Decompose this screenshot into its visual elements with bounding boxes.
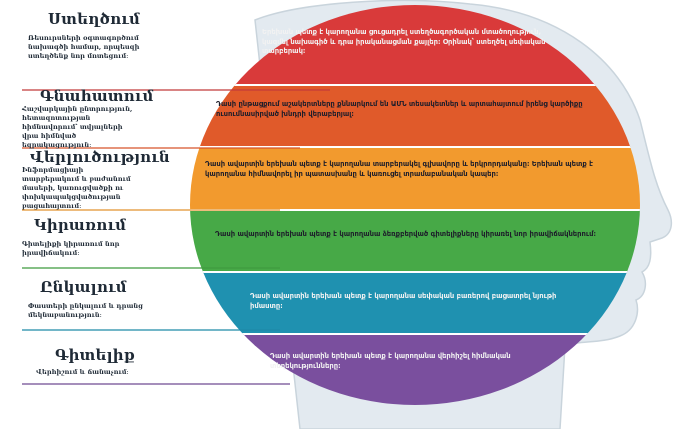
level-desc-create: Ռեսուրսների օգտագործում նախագծի համար, ո… <box>28 34 140 60</box>
level-title-apply: Կիրառում <box>34 216 127 234</box>
level-title-analyze: Վերլուծություն <box>30 148 170 166</box>
level-title-create: Ստեղծում <box>48 10 141 28</box>
level-title-remember: Գիտելիք <box>55 346 136 364</box>
level-desc-evaluate: Հաշվարկային ընտրություն, հետազոտության հ… <box>22 105 133 149</box>
band-apply <box>190 210 640 272</box>
band-text-evaluate: Դասի ընթացքում աշակերտները քննարկում են … <box>216 100 583 118</box>
band-understand <box>190 272 640 334</box>
level-desc-analyze: Ինֆորմացիայի տարբերակում և բաժանում մասե… <box>22 166 131 210</box>
band-analyze <box>190 147 640 210</box>
band-text-remember: Դասի ավարտին երեխան պետք է կարողանա վերհ… <box>270 352 511 370</box>
level-title-evaluate: Գնահատում <box>40 87 154 105</box>
level-title-understand: Ընկալում <box>40 278 127 296</box>
level-desc-remember: Վերհիշում և ճանաչում։ <box>36 368 129 376</box>
level-desc-understand: Փաստերի ընկալում և դրանց մեկնաբանություն… <box>28 302 143 319</box>
band-text-analyze: Դասի ավարտին երեխան պետք է կարողանա տարբ… <box>205 160 593 178</box>
band-evaluate <box>190 85 640 147</box>
band-text-understand: Դասի ավարտին երեխան պետք է կարողանա սեփա… <box>250 292 557 310</box>
band-text-apply: Դասի ավարտին երեխան պետք է կարողանա ձեռք… <box>215 230 596 238</box>
level-desc-apply: Գիտելիքի կիրառում նոր իրավիճակում։ <box>22 240 120 257</box>
band-text-create: Երեխան պետք է կարողանա ցուցադրել ստեղծագ… <box>262 28 546 56</box>
